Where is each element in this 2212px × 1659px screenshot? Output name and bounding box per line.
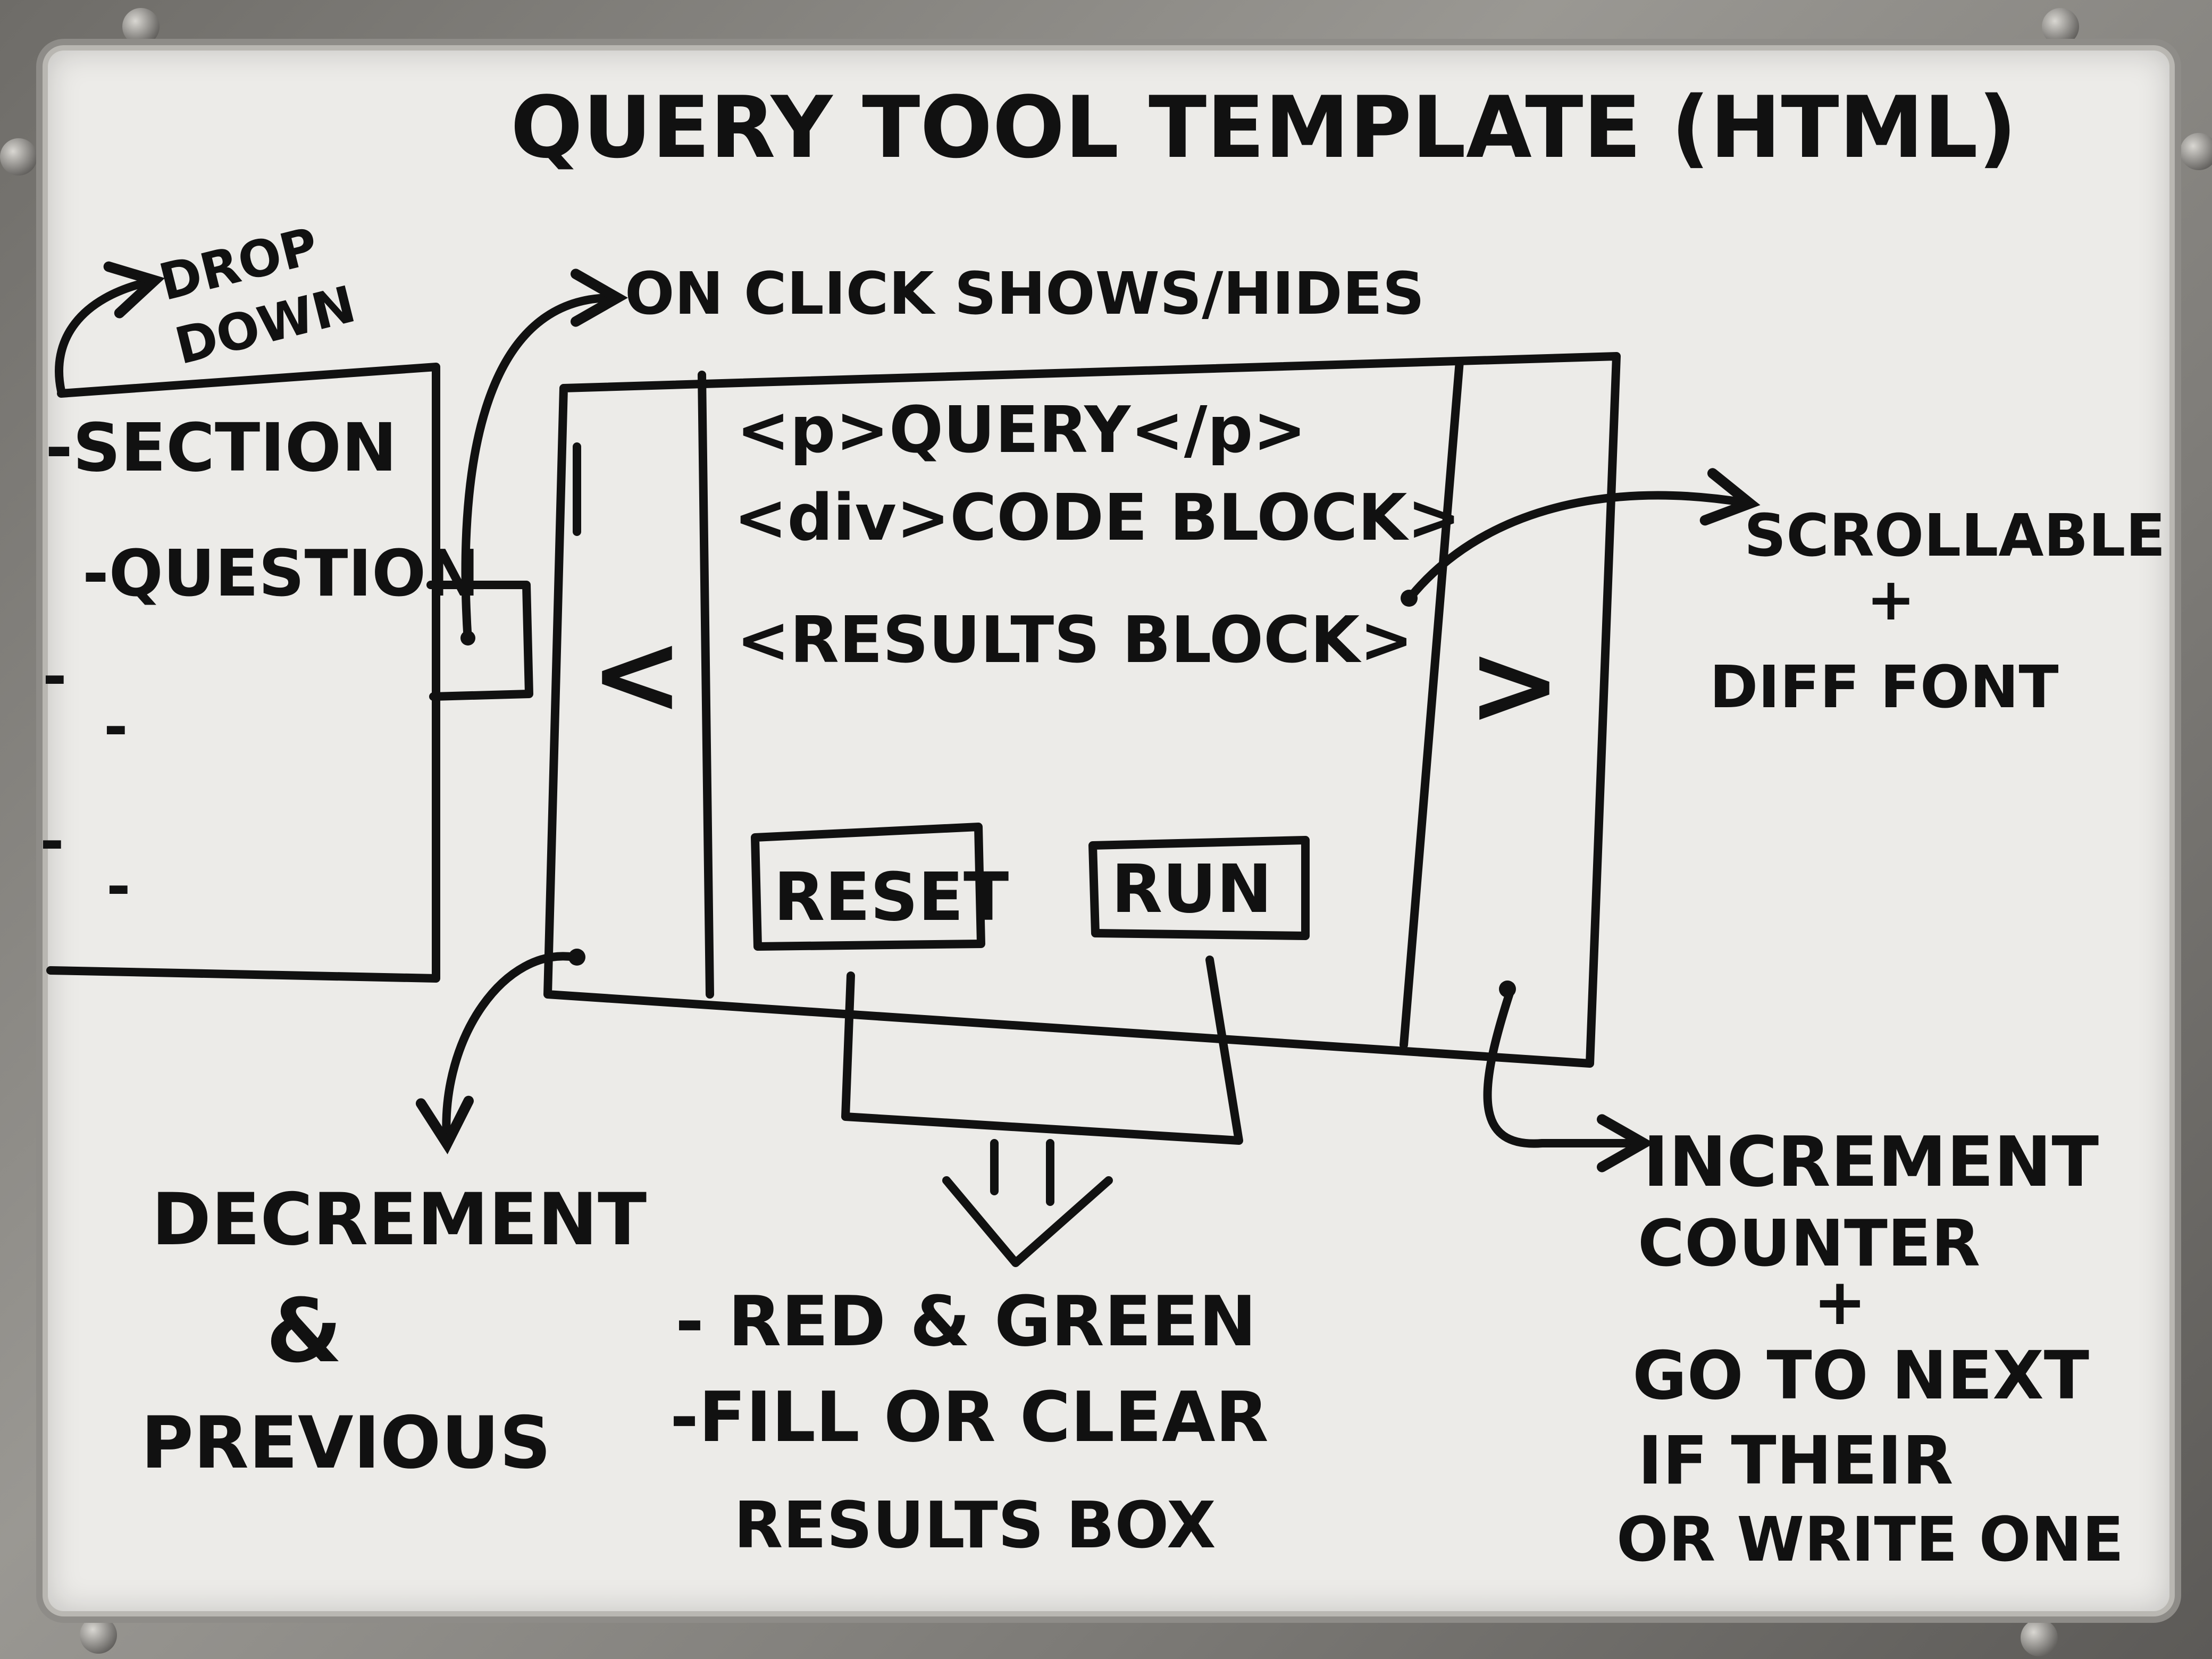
increment-note-line1: INCREMENT — [1643, 1121, 2099, 1202]
scroll-note-line3: DIFF FONT — [1710, 653, 2059, 721]
increment-note-line2: COUNTER — [1638, 1207, 1980, 1281]
decrement-note-line3: PREVIOUS — [141, 1401, 551, 1485]
decrement-note-line1: DECREMENT — [152, 1178, 647, 1261]
scroll-note-line2: + — [1866, 565, 1915, 633]
down-arrow — [942, 1176, 1113, 1267]
decrement-arrow — [415, 952, 579, 1154]
toggle-arrow — [461, 269, 628, 645]
scroll-arrow — [1407, 468, 1761, 600]
increment-note-line6: OR WRITE ONE — [1616, 1504, 2124, 1576]
left-divider — [698, 371, 714, 999]
dropdown-arrow — [55, 261, 165, 395]
screw-icon — [2021, 1619, 2058, 1656]
increment-arrow — [1483, 987, 1654, 1172]
next-arrow[interactable]: > — [1468, 619, 1561, 750]
sidebar-box — [46, 363, 440, 983]
button-note-line1: - RED & GREEN — [675, 1281, 1256, 1362]
right-divider — [1400, 357, 1464, 1049]
scroll-note-line1: SCROLLABLE — [1744, 501, 2166, 569]
increment-anchor-dot — [1499, 981, 1516, 998]
reset-button-border — [751, 823, 985, 951]
increment-note-line5: IF THEIR — [1638, 1422, 1953, 1499]
button-note-line3: RESULTS BOX — [734, 1489, 1216, 1563]
screw-icon — [2042, 8, 2079, 45]
toggle-note: ON CLICK SHOWS/HIDES — [625, 259, 1425, 328]
decrement-note-line2: & — [266, 1280, 342, 1382]
sidebar-section[interactable]: -SECTION — [45, 409, 397, 487]
button-note-line2: -FILL OR CLEAR — [670, 1377, 1269, 1457]
sidebar-item[interactable]: - — [106, 852, 131, 920]
decrement-anchor-dot — [568, 949, 585, 966]
panel-code-line: <div>CODE BLOCK> — [734, 481, 1461, 555]
panel-query-line: <p>QUERY</p> — [736, 393, 1306, 467]
increment-note-line3: + — [1813, 1266, 1867, 1339]
toggle-anchor-dot — [460, 631, 475, 646]
board-title: QUERY TOOL TEMPLATE (HTML) — [510, 78, 2017, 177]
sidebar-item[interactable]: - — [104, 693, 128, 761]
scroll-anchor-dot — [1401, 590, 1418, 607]
run-button[interactable]: RUN — [1111, 851, 1272, 928]
panel-results-line: <RESULTS BLOCK> — [736, 604, 1413, 677]
main-panel-border — [543, 352, 1621, 1068]
increment-note-line4: GO TO NEXT — [1632, 1337, 2089, 1414]
screw-icon — [122, 8, 160, 45]
prev-arrow[interactable]: < — [590, 609, 684, 739]
reset-button[interactable]: RESET — [774, 859, 1009, 936]
run-button-border — [1088, 836, 1310, 940]
button-connector — [841, 956, 1243, 1145]
screw-icon — [0, 138, 37, 175]
screw-icon — [2180, 133, 2212, 170]
toggle-box — [426, 581, 533, 701]
whiteboard — [48, 51, 2169, 1611]
sidebar-question[interactable]: -QUESTION — [82, 537, 480, 611]
sidebar-item[interactable]: - — [40, 807, 64, 875]
sidebar-item[interactable]: - — [43, 642, 67, 710]
screw-icon — [80, 1616, 117, 1654]
